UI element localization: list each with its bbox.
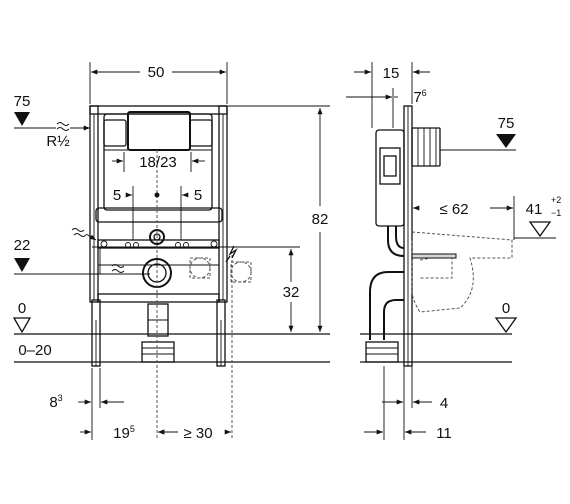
dimension-8-3: 83 bbox=[49, 368, 124, 440]
level-75-right-label: 75 bbox=[498, 115, 515, 132]
wc-bowl-outline bbox=[411, 231, 513, 313]
level-marker-open bbox=[494, 317, 518, 334]
level-75-right: 75 bbox=[440, 115, 516, 151]
flush-outlet bbox=[100, 229, 218, 248]
floor-range-label: 0–20 bbox=[18, 342, 51, 359]
front-view: 50 18/23 5 5 82 bbox=[12, 62, 330, 442]
level-marker-filled bbox=[14, 258, 30, 272]
dim-7-label: 76 bbox=[413, 88, 426, 106]
waste-pipe bbox=[141, 303, 175, 363]
dimension-62: ≤ 62 bbox=[411, 196, 515, 240]
level-22: 22 bbox=[14, 237, 200, 275]
side-frame bbox=[403, 105, 413, 367]
dim-5-left-label: 5 bbox=[113, 187, 121, 204]
level-75-label: 75 bbox=[14, 93, 31, 110]
dimension-5-5: 5 5 bbox=[113, 186, 202, 240]
dim-4-label: 4 bbox=[440, 395, 448, 412]
dim-62-label: ≤ 62 bbox=[439, 201, 468, 218]
level-0-right: 0 bbox=[494, 300, 518, 334]
dimension-15: 15 bbox=[354, 62, 430, 128]
electrical-symbol bbox=[225, 245, 238, 263]
dimension-height-82: 82 bbox=[228, 105, 330, 332]
side-flush-pipe bbox=[387, 226, 405, 257]
dim-19-label: 195 bbox=[113, 424, 135, 442]
dim-15-label: 15 bbox=[383, 65, 400, 82]
dimension-7-6: 76 bbox=[346, 88, 427, 128]
dimension-30: ≥ 30 bbox=[158, 425, 231, 442]
level-marker-open bbox=[528, 221, 552, 238]
installation-frame bbox=[89, 105, 228, 367]
water-inlet-symbol bbox=[71, 228, 125, 273]
side-waste-pipe bbox=[365, 271, 404, 363]
level-75-left: 75 R½ bbox=[14, 93, 90, 150]
level-marker-open bbox=[12, 317, 32, 334]
level-marker-filled bbox=[14, 112, 30, 126]
dim-18-23-label: 18/23 bbox=[139, 154, 177, 171]
height-82-label: 82 bbox=[312, 211, 329, 228]
dim-41-label: 41 bbox=[526, 201, 543, 218]
dim-8-label: 83 bbox=[49, 393, 62, 411]
height-32-label: 32 bbox=[283, 284, 300, 301]
dimension-width-50: 50 bbox=[89, 62, 228, 104]
level-0-right-label: 0 bbox=[502, 300, 510, 317]
level-22-label: 22 bbox=[14, 237, 31, 254]
thread-label: R½ bbox=[46, 133, 70, 150]
dimension-11: 11 bbox=[364, 366, 452, 442]
dimension-4: 4 bbox=[382, 366, 448, 440]
side-cistern bbox=[375, 127, 441, 227]
level-marker-filled bbox=[496, 134, 516, 148]
dimension-height-32: 32 bbox=[200, 246, 300, 332]
dim-5-right-label: 5 bbox=[194, 187, 202, 204]
tol-minus-label: −1 bbox=[551, 208, 561, 218]
tol-plus-label: +2 bbox=[551, 195, 561, 205]
level-0-label: 0 bbox=[18, 300, 26, 317]
dimension-18-23: 18/23 bbox=[112, 152, 205, 172]
dimension-19-5: 195 bbox=[80, 424, 168, 442]
cistern bbox=[95, 111, 223, 223]
width-label: 50 bbox=[148, 64, 165, 81]
dim-30-label: ≥ 30 bbox=[183, 425, 212, 442]
dimension-41: 41 +2 −1 bbox=[514, 195, 561, 239]
waste-pipe-connection bbox=[142, 257, 252, 288]
dim-11-label: 11 bbox=[436, 425, 452, 442]
level-0-left: 0 0–20 bbox=[12, 300, 52, 359]
side-view: 15 76 75 ≤ 62 41 +2 −1 bbox=[346, 62, 561, 442]
